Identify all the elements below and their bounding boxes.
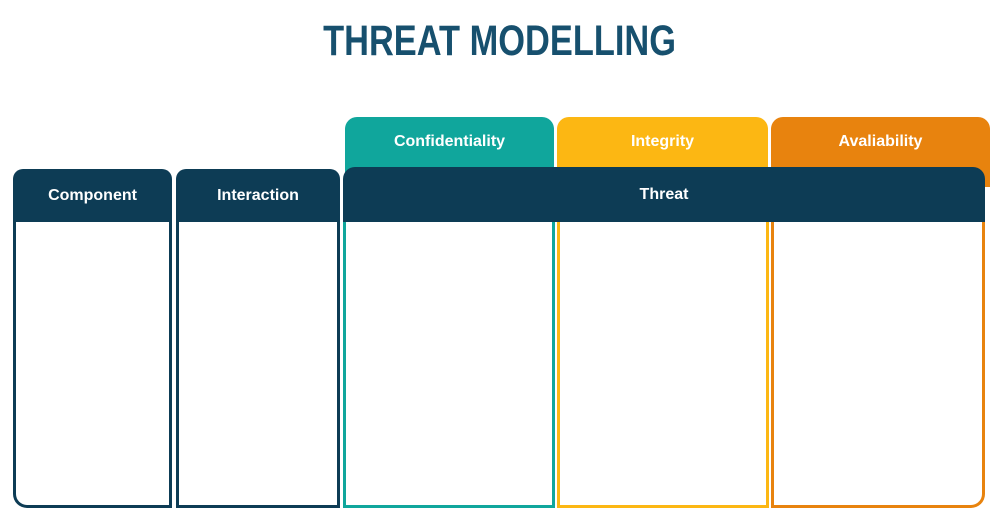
cell-availability [771, 222, 985, 508]
cell-component [13, 222, 172, 508]
tab-integrity-label: Integrity [630, 133, 695, 150]
header-interaction: Interaction [176, 169, 340, 222]
cell-integrity [557, 222, 769, 508]
header-component-label: Component [48, 187, 137, 204]
header-component: Component [13, 169, 172, 222]
header-threat: Threat [343, 167, 985, 222]
cell-confidentiality [343, 222, 555, 508]
header-interaction-label: Interaction [217, 187, 299, 204]
tab-confidentiality-label: Confidentiality [393, 133, 506, 150]
page-title-text: THREAT MODELLING [323, 17, 677, 65]
page-title: THREAT MODELLING [0, 20, 1000, 63]
header-threat-label: Threat [639, 186, 689, 203]
tab-availability-label: Avaliability [838, 133, 923, 150]
cell-interaction [176, 222, 340, 508]
